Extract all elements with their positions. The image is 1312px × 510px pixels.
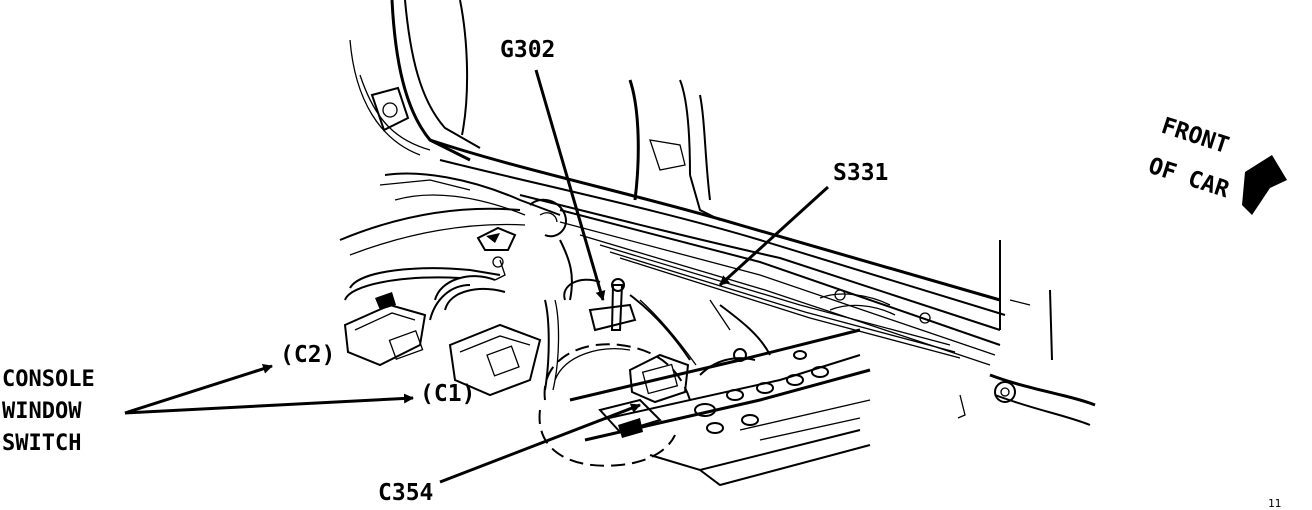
vehicle-body-drawing <box>339 0 1096 487</box>
front-of-car-label-line1: FRONT <box>1158 113 1232 159</box>
s331-leader <box>718 185 830 287</box>
s331-label: S331 <box>833 160 888 186</box>
g302-leader <box>534 69 606 301</box>
c1-leader <box>124 393 414 415</box>
c2-leader <box>124 363 273 415</box>
g302-label: G302 <box>500 37 555 63</box>
console-window-switch-label-line2: WINDOW <box>2 399 82 424</box>
console-window-switch-label-line1: CONSOLE <box>2 367 95 392</box>
console-window-switch-label-line3: SWITCH <box>2 431 81 456</box>
c354-label: C354 <box>378 480 433 506</box>
c2-label: (C2) <box>280 342 335 368</box>
page-number: 11 <box>1268 497 1281 510</box>
front-of-car-label-line2: OF CAR <box>1145 153 1232 203</box>
c354-leader <box>439 403 641 484</box>
c1-label: (C1) <box>420 381 475 407</box>
leader-lines <box>124 69 830 484</box>
front-of-car-arrow-icon <box>1242 155 1287 215</box>
